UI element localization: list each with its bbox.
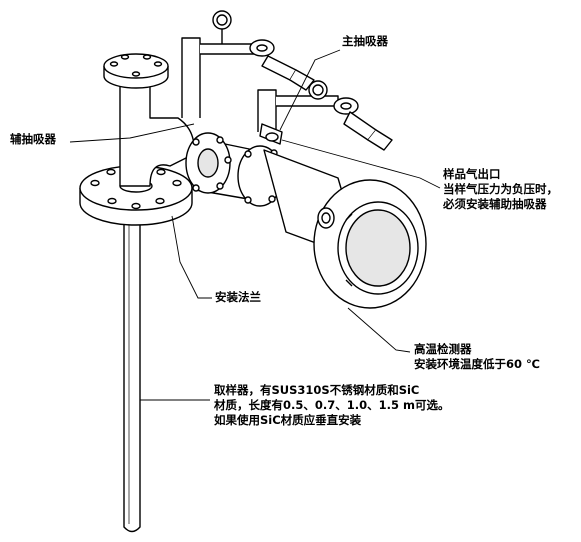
- label-sample-outlet: 样品气出口 当样气压力为负压时， 必须安装辅助抽吸器: [443, 167, 558, 212]
- label-sample-outlet-note-1: 当样气压力为负压时，: [443, 182, 558, 196]
- label-aux-aspirator: 辅抽吸器: [10, 132, 56, 146]
- aux-aspirator-assembly: [257, 80, 393, 151]
- top-flange: [103, 53, 169, 89]
- leader-lines: [69, 49, 441, 401]
- label-detector-title: 高温检测器: [414, 342, 472, 356]
- leader-main-aspirator: [279, 49, 341, 131]
- flanged-body: [185, 132, 284, 207]
- probe-tube: [123, 218, 141, 533]
- leader-sample-outlet: [281, 139, 441, 189]
- label-sampler-line-3: 如果使用SiC材质应垂直安装: [214, 413, 362, 427]
- detector-housing: [263, 149, 427, 309]
- label-sampler-line-2: 材质，长度有0.5、0.7、1.0、1.5 m可选。: [214, 398, 450, 412]
- leader-detector: [347, 307, 411, 353]
- sample-outlet-stub: [259, 123, 283, 145]
- label-detector: 高温检测器 安装环境温度低于60 ℃: [414, 342, 540, 372]
- leader-aux-aspirator: [69, 123, 195, 143]
- label-sampler: 取样器，有SUS310S不锈钢材质和SiC 材质，长度有0.5、0.7、1.0、…: [214, 383, 449, 428]
- main-aspirator-assembly: [181, 10, 315, 118]
- label-sample-outlet-title: 样品气出口: [443, 167, 501, 181]
- leader-flange: [171, 215, 212, 299]
- label-main-aspirator: 主抽吸器: [342, 34, 388, 48]
- mounting-flange: [79, 165, 193, 226]
- label-detector-note: 安装环境温度低于60 ℃: [414, 357, 540, 371]
- label-sampler-line-1: 取样器，有SUS310S不锈钢材质和SiC: [214, 383, 420, 397]
- label-sample-outlet-note-2: 必须安装辅助抽吸器: [443, 197, 547, 211]
- label-flange: 安装法兰: [215, 290, 261, 304]
